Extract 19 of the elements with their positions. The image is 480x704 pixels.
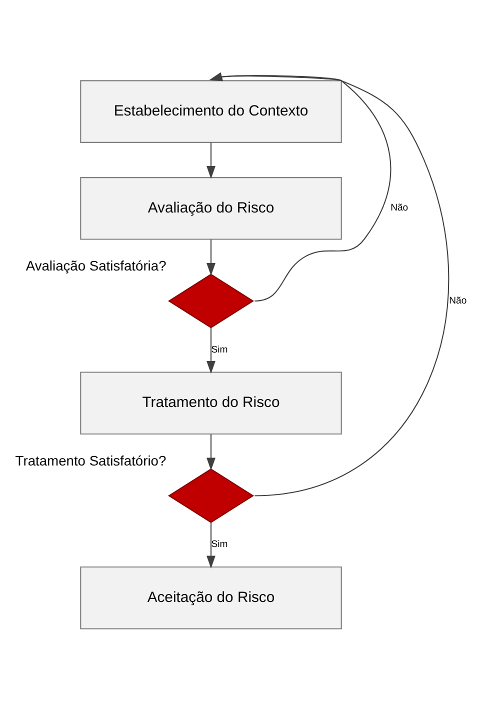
- edge-label: Sim: [211, 344, 228, 356]
- node-box: Avaliação do Risco: [80, 177, 342, 240]
- arrow: [209, 72, 450, 496]
- arrow: [206, 142, 216, 179]
- arrow: [209, 72, 392, 302]
- node-box: Tratamento do Risco: [80, 372, 342, 435]
- node-diamond: [168, 468, 254, 523]
- edge-label: Não: [449, 295, 467, 306]
- arrow: [206, 240, 216, 276]
- arrow: [206, 434, 216, 471]
- arrow: [206, 522, 216, 568]
- node-box: Estabelecimento do Contexto: [80, 80, 342, 143]
- arrow: [206, 328, 216, 374]
- node-box: Aceitação do Risco: [80, 566, 342, 630]
- node-diamond: [168, 274, 254, 328]
- edge-label: Não: [390, 202, 408, 214]
- node-label: Tratamento Satisfatório?: [15, 452, 166, 468]
- node-label: Avaliação Satisfatória?: [26, 258, 166, 274]
- edge-label: Sim: [211, 539, 228, 550]
